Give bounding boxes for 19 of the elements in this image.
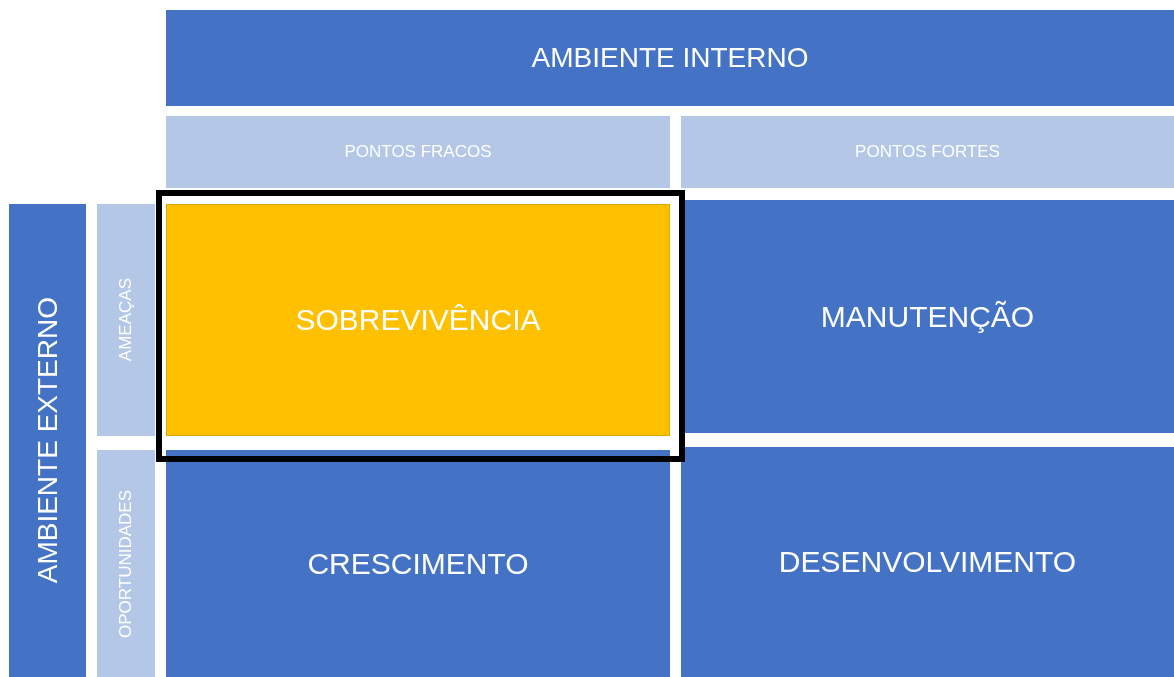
column-header — [166, 116, 670, 188]
quadrant-title: DESENVOLVIMENTO — [778, 545, 1077, 579]
row-header — [97, 204, 155, 436]
band-title: AMBIENTE EXTERNO — [31, 297, 64, 584]
header-band — [166, 10, 1174, 106]
row-heading: OPORTUNIDADES — [116, 489, 136, 638]
column-heading: PONTOS FORTES — [855, 142, 1000, 162]
column-heading: PONTOS FRACOS — [344, 142, 492, 162]
quadrant-title: SOBREVIVÊNCIA — [295, 303, 541, 337]
band-title: AMBIENTE INTERNO — [531, 42, 809, 74]
side-band — [9, 204, 86, 677]
quadrant-panel — [166, 450, 670, 677]
row-header — [97, 450, 155, 677]
column-header — [681, 116, 1174, 188]
quadrant-panel — [681, 447, 1174, 677]
row-heading: AMEAÇAS — [116, 278, 136, 362]
quadrant-panel — [166, 204, 670, 436]
quadrant-title: CRESCIMENTO — [307, 546, 529, 581]
quadrant-title: MANUTENÇÃO — [820, 299, 1035, 334]
